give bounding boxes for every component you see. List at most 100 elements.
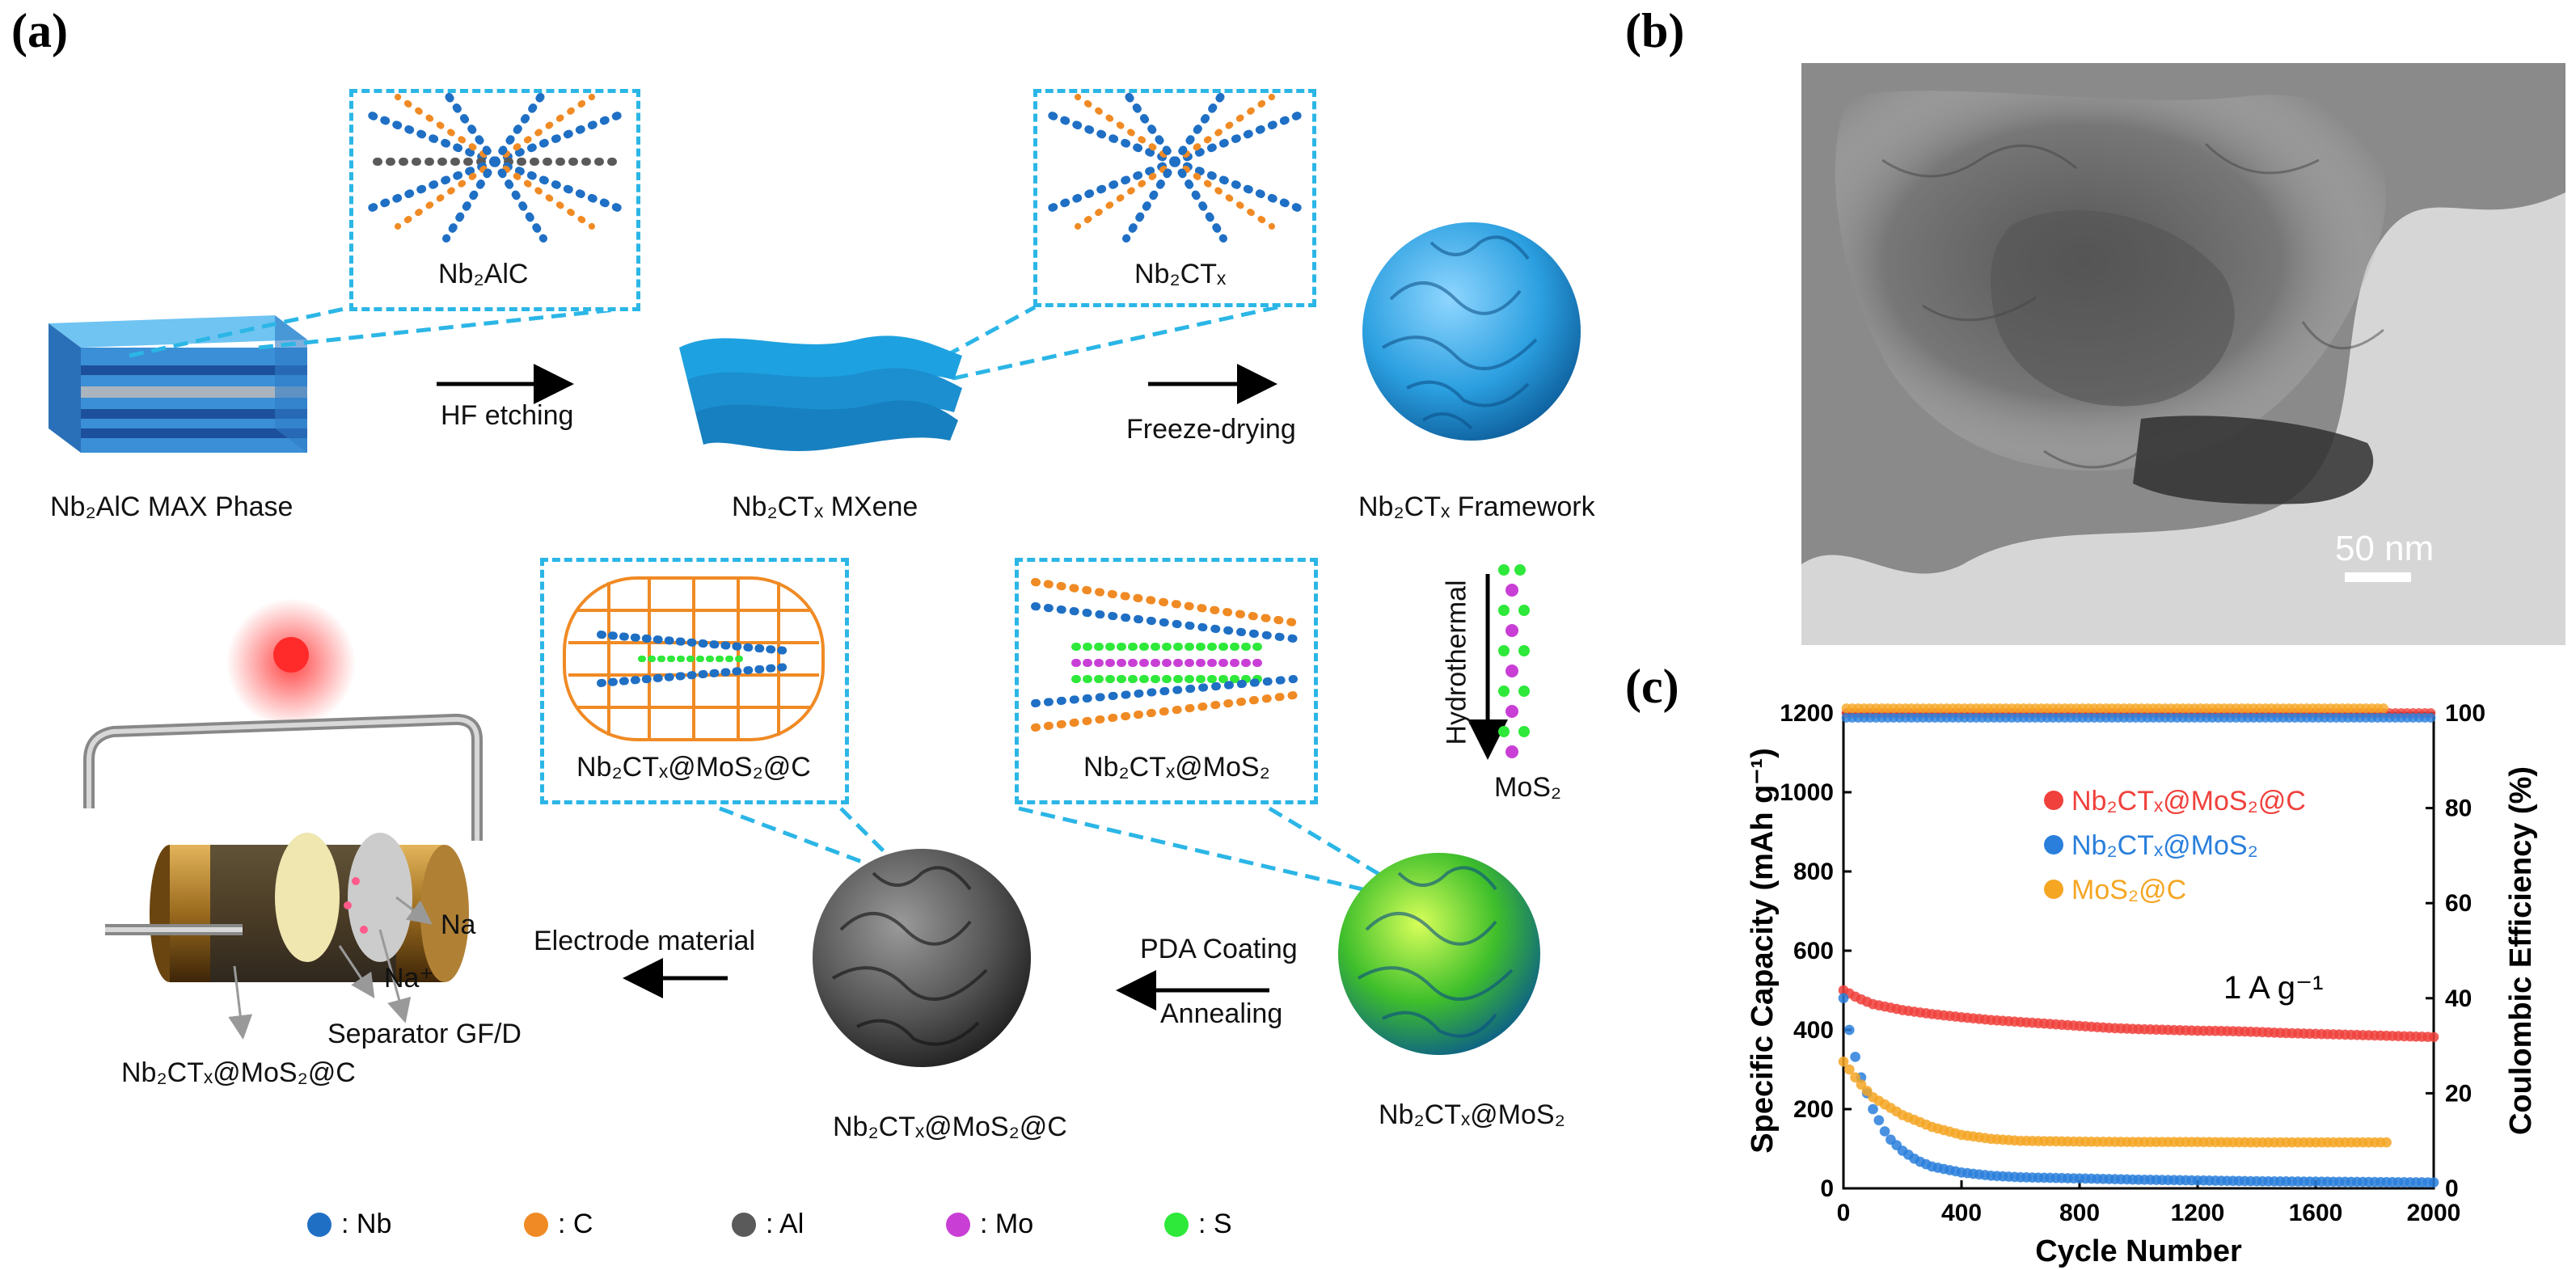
- capacity-point: [1843, 1064, 1855, 1075]
- x-tick-label: 800: [2059, 1200, 2100, 1226]
- panel-label-b: (b): [1625, 4, 1685, 57]
- y2-axis-label: Coulombic Efficiency (%): [2504, 766, 2538, 1135]
- caption-max-phase: Nb₂AlC MAX Phase: [50, 492, 293, 522]
- legend-label: : C: [558, 1209, 593, 1239]
- legend-swatch: [946, 1212, 970, 1237]
- mos2-chain: [1498, 564, 1530, 758]
- caption-annealing: Annealing: [1160, 998, 1283, 1029]
- tem-image: 50 nm: [1801, 63, 2565, 645]
- legend-swatch: [732, 1212, 756, 1237]
- caption-hydrothermal: Hydrothermal: [1441, 580, 1472, 745]
- nb2ctx-mos2-atoms: [1031, 578, 1298, 732]
- efficiency-point: [2378, 703, 2388, 714]
- y-tick-label: 800: [1793, 859, 1834, 885]
- capacity-point: [2381, 1137, 2392, 1148]
- capacity-point: [1850, 1051, 1861, 1062]
- legend-label: : Nb: [341, 1209, 392, 1239]
- y-tick-label: 600: [1793, 938, 1834, 964]
- caption-cell-na-ion: Na⁺: [384, 963, 434, 994]
- box-nb2alc-label: Nb₂AlC: [438, 259, 529, 289]
- caption-cell-na: Na: [441, 909, 476, 940]
- capacity-point: [1879, 1125, 1890, 1137]
- caption-framework: Nb₂CTₓ Framework: [1358, 492, 1595, 522]
- box-nb2ctx-mos2-label: Nb₂CTₓ@MoS₂: [1083, 752, 1270, 783]
- nb2alc-atoms: [361, 89, 628, 243]
- capacity-point: [1838, 1056, 1849, 1067]
- legend-label: : S: [1198, 1209, 1232, 1239]
- y2-tick-label: 80: [2445, 795, 2472, 822]
- tem-scalebar-label: 50 nm: [2335, 529, 2435, 568]
- max-phase-block: [49, 315, 307, 453]
- legend-s: : S: [1164, 1209, 1232, 1240]
- y2-tick-label: 40: [2445, 985, 2472, 1012]
- plot-frame: [1842, 711, 2435, 1190]
- battery-cell: [83, 598, 483, 982]
- caption-product-mos2: Nb₂CTₓ@MoS₂: [1379, 1099, 1565, 1130]
- legend-swatch: [524, 1212, 548, 1237]
- y-tick-label: 1200: [1780, 700, 1834, 727]
- capacity-point: [2428, 1177, 2439, 1188]
- capacity-point: [2428, 1032, 2439, 1043]
- x-tick-label: 1600: [2289, 1200, 2343, 1226]
- x-tick-label: 400: [1941, 1200, 1982, 1226]
- caption-cell-material: Nb₂CTₓ@MoS₂@C: [121, 1057, 356, 1088]
- legend-marker: [2044, 791, 2063, 810]
- panel-label-a: (a): [11, 4, 68, 57]
- framework-ball: [1362, 222, 1581, 441]
- y-tick-label: 1000: [1780, 779, 1834, 806]
- x-axis-label: Cycle Number: [2035, 1234, 2242, 1268]
- legend-swatch: [1164, 1212, 1189, 1237]
- caption-electrode-material: Electrode material: [534, 926, 756, 956]
- panel-label-c: (c): [1625, 660, 1679, 713]
- y2-tick-label: 0: [2445, 1175, 2459, 1202]
- legend-label: : Mo: [980, 1209, 1034, 1239]
- schematic-illustration: [49, 222, 1581, 1067]
- legend-c: : C: [524, 1209, 593, 1240]
- y2-tick-label: 20: [2445, 1080, 2472, 1107]
- box-nb2ctx-mos2-c-label: Nb₂CTₓ@MoS₂@C: [576, 752, 811, 783]
- capacity-point: [1868, 1103, 1878, 1115]
- box-nb2ctx-mos2: Nb₂CTₓ@MoS₂: [1015, 558, 1318, 804]
- legend-swatch: [307, 1212, 332, 1237]
- capacity-point: [1838, 993, 1849, 1004]
- box-nb2ctx-label: Nb₂CTₓ: [1134, 259, 1227, 289]
- x-tick-label: 0: [1837, 1200, 1851, 1226]
- annotation-current-density: 1 A g⁻¹: [2223, 970, 2323, 1006]
- tem-texture: [1801, 63, 2565, 645]
- caption-mxene: Nb₂CTₓ MXene: [732, 492, 918, 522]
- tem-scalebar-line: [2345, 572, 2411, 582]
- box-nb2alc: Nb₂AlC: [349, 89, 640, 311]
- legend-marker: [2044, 835, 2063, 854]
- legend-nb: : Nb: [307, 1209, 391, 1240]
- legend-mo: : Mo: [946, 1209, 1033, 1240]
- y2-tick-label: 60: [2445, 890, 2472, 917]
- y-tick-label: 200: [1793, 1096, 1834, 1123]
- efficiency-point: [2426, 712, 2436, 723]
- caption-product-c: Nb₂CTₓ@MoS₂@C: [833, 1112, 1067, 1142]
- carbon-ball: [813, 849, 1031, 1067]
- capacity-point: [1843, 1024, 1855, 1036]
- legend-entry: Nb₂CTₓ@MoS₂@C: [2071, 786, 2306, 816]
- nb2ctx-mos2-c-atoms: [563, 576, 825, 741]
- legend-marker: [2044, 880, 2063, 899]
- x-tick-label: 1200: [2171, 1200, 2225, 1226]
- legend-entry: Nb₂CTₓ@MoS₂: [2071, 830, 2258, 861]
- caption-pda-coating: PDA Coating: [1140, 934, 1298, 964]
- legend-label: : Al: [766, 1209, 804, 1239]
- caption-freeze-drying: Freeze-drying: [1126, 414, 1296, 445]
- caption-cell-separator: Separator GF/D: [327, 1019, 522, 1049]
- box-nb2ctx: Nb₂CTₓ: [1033, 89, 1316, 307]
- legend-al: : Al: [732, 1209, 804, 1240]
- capacity-point: [1873, 1115, 1885, 1126]
- y-tick-label: 400: [1793, 1017, 1834, 1044]
- caption-mos2: MoS₂: [1494, 772, 1562, 803]
- mos2-ball: [1338, 853, 1540, 1055]
- legend-entry: MoS₂@C: [2071, 875, 2186, 905]
- y-tick-label: 0: [1820, 1175, 1834, 1202]
- y-axis-label: Specific Capacity (mAh g⁻¹): [1746, 748, 1780, 1153]
- tem-scalebar: 50 nm: [2335, 529, 2435, 582]
- mxene-sheets: [679, 335, 962, 451]
- capacity-point: [1850, 1072, 1861, 1083]
- x-tick-label: 2000: [2407, 1200, 2461, 1226]
